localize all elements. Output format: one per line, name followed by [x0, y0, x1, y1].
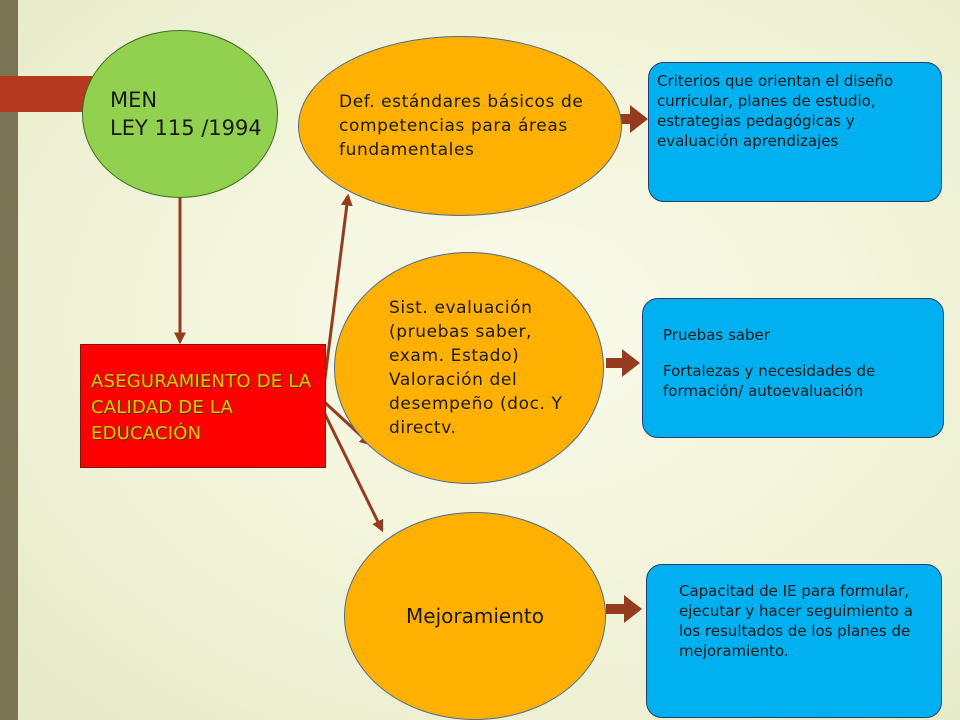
men-label: MEN LEY 115 /1994	[110, 88, 262, 140]
def-estandares-label: Def. estándares básicos de competencias …	[339, 92, 584, 160]
connector-to-def	[320, 193, 353, 403]
connector-to-mejoramiento	[316, 399, 384, 533]
sist-evaluacion-label: Sist. evaluación (pruebas saber, exam. E…	[389, 298, 563, 438]
capacitad-box: Capacitad de IE para formular, ejecutar …	[646, 564, 942, 718]
aseguramiento-label: ASEGURAMIENTO DE LA CALIDAD DE LA EDUCAC…	[91, 371, 312, 444]
aseguramiento-box: ASEGURAMIENTO DE LA CALIDAD DE LA EDUCAC…	[80, 344, 326, 468]
mejoramiento-node: Mejoramiento	[344, 512, 606, 720]
arrow-right-icon	[606, 595, 642, 623]
mejoramiento-label: Mejoramiento	[406, 604, 544, 628]
capacitad-label: Capacitad de IE para formular, ejecutar …	[679, 582, 913, 660]
criterios-label: Criterios que orientan el diseño curricu…	[657, 72, 894, 150]
arrow-right-icon	[612, 105, 648, 133]
criterios-box: Criterios que orientan el diseño curricu…	[648, 62, 942, 202]
pruebas-line1: Pruebas saber	[663, 326, 770, 344]
sist-evaluacion-node: Sist. evaluación (pruebas saber, exam. E…	[334, 252, 604, 484]
arrow-right-icon	[606, 349, 640, 377]
pruebas-line2: Fortalezas y necesidades de formación/ a…	[663, 362, 876, 400]
def-estandares-node: Def. estándares básicos de competencias …	[298, 36, 622, 216]
side-bar	[0, 0, 18, 720]
pruebas-box: Pruebas saber Fortalezas y necesidades d…	[642, 298, 944, 438]
men-node: MEN LEY 115 /1994	[82, 30, 278, 198]
